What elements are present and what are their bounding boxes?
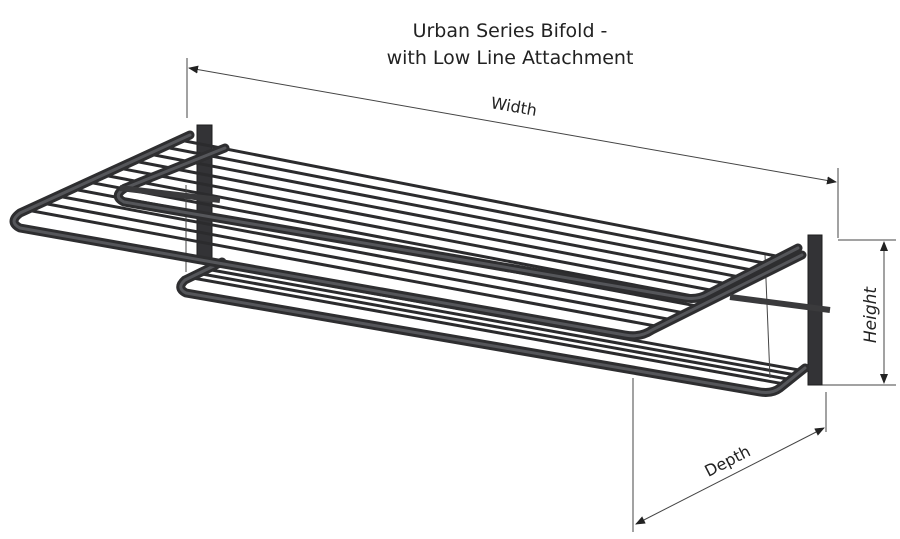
title-line-2: with Low Line Attachment [387, 47, 634, 69]
depth-dimension: Depth [632, 378, 827, 532]
lower-rack-frame [176, 257, 810, 397]
clothesline-wire [182, 139, 794, 261]
outer-rack-frame [9, 130, 807, 341]
clothesline-wire [199, 272, 789, 381]
left-hinge-rod [119, 185, 221, 203]
clothesline-wire [120, 167, 740, 288]
right-hinge-rod [729, 294, 831, 313]
title-line-1: Urban Series Bifold - [413, 20, 608, 42]
clothesline-wire [136, 160, 754, 282]
height-label: Height [861, 286, 881, 344]
clothesline-wire [44, 202, 673, 322]
clothesline-wire [59, 195, 686, 315]
clothesline-wire [166, 146, 781, 268]
width-label: Width [489, 93, 538, 120]
lower-rack-wires [191, 263, 801, 386]
clothesline-wire [90, 181, 713, 302]
clothesline-wire [207, 267, 795, 377]
height-dimension: Height [822, 239, 896, 386]
clothesline-wire [29, 209, 659, 329]
inner-rack-frame [113, 143, 803, 303]
upper-rack-wires [29, 139, 794, 329]
clothesline-wire [191, 276, 784, 386]
depth-label: Depth [701, 442, 753, 481]
clothesline-wire [105, 174, 727, 295]
width-dimension: Width [186, 58, 839, 238]
clothesline-wire [151, 153, 767, 275]
